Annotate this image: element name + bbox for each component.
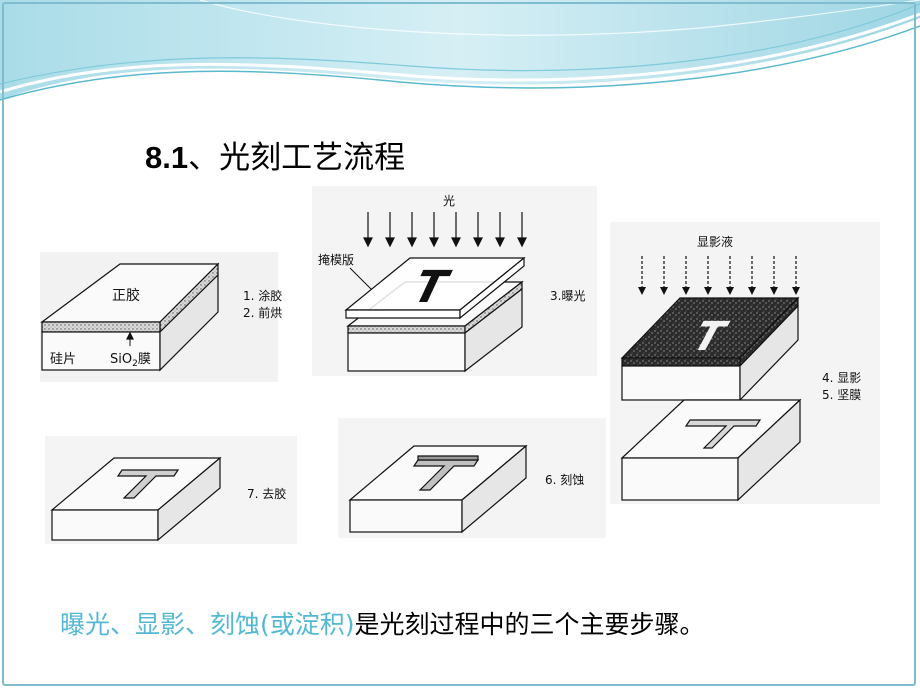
- step5-block: [620, 398, 802, 502]
- wafer-label: 硅片: [50, 352, 76, 367]
- resist-label: 正胶: [112, 287, 140, 304]
- page-title: 8.1、光刻工艺流程: [145, 132, 405, 177]
- step4-block: [620, 296, 800, 402]
- caption-rest: 是光刻过程中的三个主要步骤。: [354, 610, 705, 639]
- title-number: 8.1: [145, 140, 189, 175]
- step7-label: 7. 去胶: [247, 486, 286, 501]
- mask-label: 掩模版: [318, 253, 354, 267]
- step1-block: [40, 262, 220, 372]
- mask-pointer: [349, 267, 373, 291]
- developer-label: 显影液: [697, 234, 733, 249]
- developer-arrows: [641, 256, 797, 288]
- step3-label: 3.曝光: [550, 289, 585, 303]
- header-wave: [0, 0, 920, 101]
- step5-label: 5. 坚膜: [822, 388, 861, 402]
- step6-label: 6. 刻蚀: [545, 473, 584, 487]
- caption-highlight: 曝光、显影、刻蚀(或淀积): [60, 610, 355, 639]
- step3-block: [344, 256, 526, 373]
- oxide-label: SiO2膜: [110, 352, 151, 369]
- step7-block: [50, 456, 222, 542]
- developer-arrowheads: [638, 287, 800, 295]
- step2-label: 2. 前烘: [243, 305, 282, 320]
- light-arrows: [363, 212, 527, 248]
- step1-label: 1. 涂胶: [243, 288, 282, 303]
- light-label: 光: [443, 194, 455, 208]
- step4-label: 4. 显影: [822, 371, 861, 385]
- step6-block: [348, 444, 528, 534]
- caption: 曝光、显影、刻蚀(或淀积)是光刻过程中的三个主要步骤。: [60, 605, 705, 641]
- title-text: 、光刻工艺流程: [188, 140, 406, 176]
